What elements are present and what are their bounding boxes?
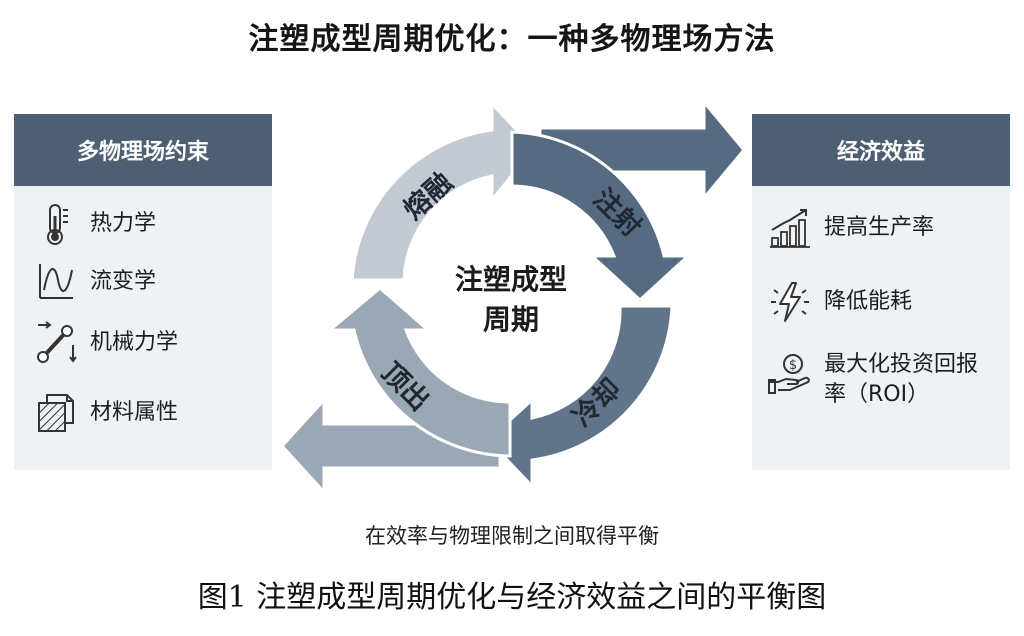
cycle-center-line2: 周期 (482, 303, 539, 336)
benefit-item-productivity: 提高生产率 (768, 206, 934, 250)
diagram-subtitle: 在效率与物理限制之间取得平衡 (365, 524, 659, 548)
rising-bar-chart-icon (768, 206, 812, 250)
benefit-label: 降低能耗 (824, 289, 913, 314)
stage-injection-segment (510, 130, 692, 303)
benefits-panel: 经济效益 提高生产率 (752, 114, 1010, 470)
constraint-item-rheology: 流变学 (34, 260, 156, 304)
cycle-center-label: 注塑成型 周期 (436, 260, 586, 340)
money-hand-icon: $ (768, 352, 812, 396)
benefit-label: 提高生产率 (824, 215, 935, 240)
cycle-center-line1: 注塑成型 (454, 263, 567, 296)
material-sheet-icon (34, 391, 78, 435)
benefit-item-roi: $ 最大化投资回报 率（ROI） (768, 350, 978, 410)
thermometer-icon (34, 202, 78, 246)
figure-caption: 图1 注塑成型周期优化与经济效益之间的平衡图 (197, 580, 827, 615)
constraint-label: 机械力学 (90, 330, 179, 355)
constraint-label: 热力学 (90, 211, 157, 236)
benefit-label-line2: 率（ROI） (824, 382, 930, 407)
constraints-panel-header: 多物理场约束 (14, 114, 272, 186)
stage-cooling-segment (485, 304, 674, 490)
constraint-label: 流变学 (90, 269, 157, 294)
input-arrow-left (279, 396, 502, 496)
benefits-panel-header: 经济效益 (752, 114, 1010, 186)
mechanical-linkage-icon (34, 321, 78, 365)
stage-ejection-segment (325, 286, 512, 458)
constraints-panel: 多物理场约束 热力学 流变学 (14, 114, 272, 470)
lightning-bolt-icon (768, 280, 812, 324)
stage-melting-segment (350, 100, 536, 282)
constraint-item-material: 材料属性 (34, 391, 178, 435)
benefit-item-energy: 降低能耗 (768, 280, 912, 324)
constraint-label: 材料属性 (90, 400, 179, 425)
svg-text:$: $ (789, 358, 797, 373)
diagram-title: 注塑成型周期优化：一种多物理场方法 (248, 22, 776, 57)
rheology-curve-icon (34, 260, 78, 304)
benefit-label: 最大化投资回报 (824, 352, 979, 377)
constraint-item-thermodynamics: 热力学 (34, 202, 156, 246)
constraint-item-mechanics: 机械力学 (34, 321, 178, 365)
